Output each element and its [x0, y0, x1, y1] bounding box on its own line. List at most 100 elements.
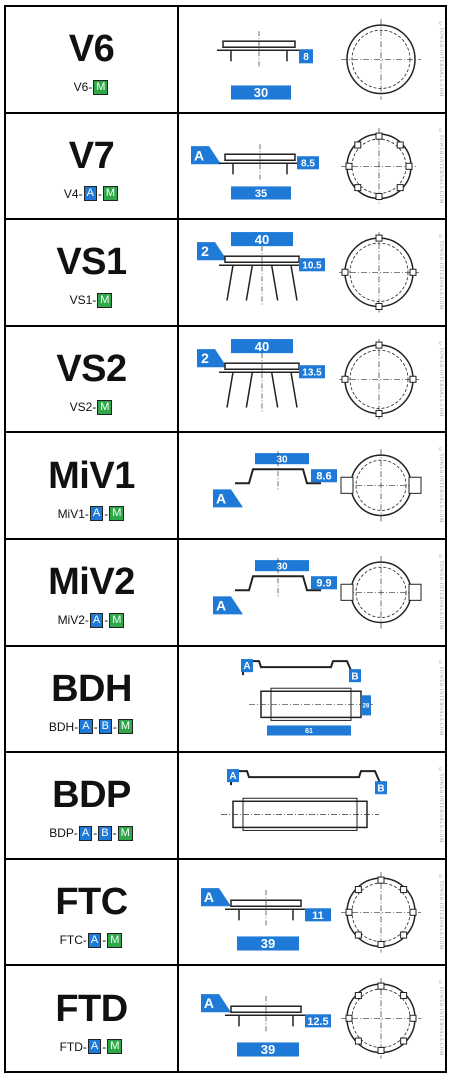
technical-drawing: A12.539 [201, 978, 421, 1059]
code-option-badge: M [117, 825, 133, 841]
svg-text:10.5: 10.5 [302, 261, 322, 272]
watermark: ©TOWER-INTERNALS.COM [438, 661, 443, 737]
wire-drawing [230, 770, 382, 786]
watermark: ©TOWER-INTERNALS.COM [438, 874, 443, 950]
svg-text:8.5: 8.5 [301, 158, 315, 169]
code-option-badge: A [87, 932, 102, 948]
watermark: ©TOWER-INTERNALS.COM [438, 128, 443, 204]
option-tag: A [227, 769, 239, 782]
technical-drawing: 2 40 10.5 [197, 232, 419, 313]
side-view-drawing [235, 451, 321, 492]
watermark: ©TOWER-INTERNALS.COM [438, 235, 443, 310]
side-view-drawing [219, 352, 305, 412]
side-view-drawing [217, 31, 301, 68]
code-option-badge: M [107, 1039, 123, 1055]
svg-text:30: 30 [254, 85, 268, 100]
watermark: ©TOWER-INTERNALS.COM [438, 341, 443, 417]
code-text: MiV1- [57, 506, 89, 521]
svg-text:40: 40 [255, 232, 269, 247]
option-tag: 2 [197, 348, 227, 368]
option-tag: A [241, 658, 253, 672]
product-code: FTD-A-M [60, 1039, 124, 1055]
svg-text:A: A [229, 771, 236, 782]
dimension-label: 8.6 [311, 469, 337, 483]
top-view-drawing [341, 127, 417, 205]
code-option-badge: A [89, 612, 104, 628]
option-tag: A [201, 994, 231, 1013]
code-text: V4- [63, 186, 83, 201]
product-code: MiV2-A-M [58, 612, 126, 628]
code-option-badge: M [93, 79, 109, 95]
svg-text:11: 11 [312, 910, 324, 922]
dimension-label: 61 [267, 725, 351, 736]
code-text: MiV2- [57, 613, 89, 628]
code-text: BDP- [49, 826, 78, 841]
code-text: - [102, 933, 107, 948]
dimension-label: 11 [305, 908, 331, 922]
dimension-label: 30 [231, 85, 291, 100]
svg-text:2: 2 [201, 243, 209, 259]
option-tag: 2 [197, 242, 227, 261]
svg-text:9.9: 9.9 [316, 578, 331, 590]
product-name: MiV2 [48, 561, 135, 604]
option-tag: A [201, 887, 231, 907]
product-cell: FTD FTD-A-M [6, 966, 179, 1071]
product-name: VS2 [56, 348, 127, 391]
dimension-label: 40 [231, 232, 293, 247]
technical-drawing: AB [221, 769, 387, 832]
product-name: VS1 [56, 241, 127, 284]
code-option-badge: A [89, 506, 104, 522]
code-text: BDH- [48, 719, 79, 734]
product-name: FTD [55, 987, 128, 1030]
product-code: BDP-A-B-M [49, 825, 134, 841]
dimension-label: 30 [255, 560, 309, 572]
dimension-label: 9.9 [311, 576, 337, 590]
svg-text:30: 30 [276, 561, 288, 572]
code-option-badge: B [98, 825, 112, 841]
svg-text:A: A [204, 889, 214, 905]
product-name: FTC [55, 881, 128, 924]
option-tag: B [375, 781, 387, 794]
code-option-badge: M [97, 399, 113, 415]
svg-text:28: 28 [363, 703, 370, 709]
watermark: ©TOWER-INTERNALS.COM [438, 448, 443, 524]
code-text: V6- [73, 80, 93, 95]
option-tag: A [213, 596, 243, 615]
dimension-label: 39 [237, 1042, 299, 1058]
code-text: - [93, 719, 98, 734]
svg-text:A: A [216, 597, 226, 613]
svg-text:8.6: 8.6 [316, 471, 331, 483]
dimension-label: 30 [255, 453, 309, 466]
code-option-badge: A [87, 1039, 102, 1055]
svg-text:61: 61 [305, 728, 313, 735]
drawing-cell: 2 40 10.5 ©TOWER-INTERNALS.COM [179, 220, 445, 325]
technical-drawing: 308.6A [213, 449, 422, 522]
watermark: ©TOWER-INTERNALS.COM [438, 768, 443, 843]
product-code: MiV1-A-M [58, 506, 126, 522]
dimension-label: 8 [299, 49, 313, 64]
top-view-drawing [339, 232, 419, 313]
dimension-label: 13.5 [299, 364, 325, 378]
code-option-badge: A [79, 719, 93, 735]
technical-drawing: 8 30 [217, 19, 421, 100]
